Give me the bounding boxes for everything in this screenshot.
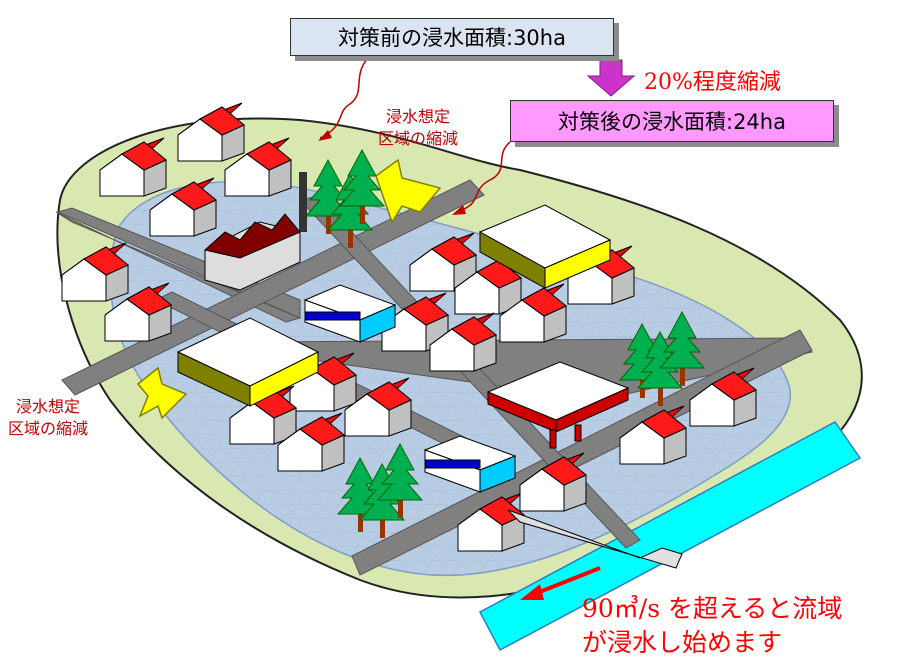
after-area-box: 対策後の浸水面積:24ha bbox=[510, 100, 834, 142]
gas-station bbox=[486, 361, 630, 449]
warehouses bbox=[176, 204, 612, 407]
arrow-reduction-left bbox=[136, 366, 188, 420]
label-line: 区域の縮減 bbox=[8, 419, 89, 438]
callout-before bbox=[319, 57, 369, 139]
label-line: 区域の縮減 bbox=[378, 129, 459, 148]
flow-arrow bbox=[531, 566, 601, 597]
stores bbox=[303, 284, 517, 493]
label-line: 浸水想定 bbox=[386, 107, 451, 126]
before-area-box: 対策前の浸水面積:30ha bbox=[290, 18, 614, 56]
callout-after bbox=[455, 141, 511, 213]
note-line: が浸水し始めます bbox=[582, 628, 783, 657]
label-area-reduction-left: 浸水想定 区域の縮減 bbox=[8, 396, 88, 440]
note-line: 90㎥/s を超えると流域 bbox=[582, 594, 843, 623]
flow-threshold-note: 90㎥/s を超えると流域 が浸水し始めます bbox=[582, 592, 842, 660]
label-area-reduction-top: 浸水想定 区域の縮減 bbox=[378, 106, 458, 150]
arrow-reduction-top bbox=[375, 158, 442, 224]
reduction-label: 20%程度縮減 bbox=[644, 70, 781, 95]
bridge bbox=[507, 509, 683, 569]
arrow-before-after bbox=[586, 59, 636, 97]
roads bbox=[55, 179, 813, 576]
label-line: 浸水想定 bbox=[16, 397, 81, 416]
river bbox=[478, 421, 862, 652]
factory bbox=[203, 172, 307, 291]
